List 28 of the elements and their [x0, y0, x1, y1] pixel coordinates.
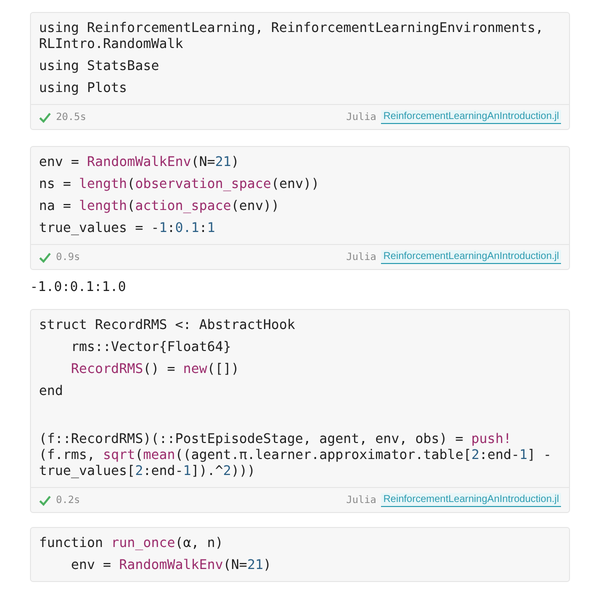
- output-text: -1.0:0.1:1.0: [30, 280, 126, 295]
- code-cell: [30, 12, 570, 130]
- run-time: 0.9s: [56, 252, 80, 262]
- code-line: (f::RecordRMS)(::PostEpisodeStage, agent, env, obs) = push!(f.rms, sqrt(mean((agent.π.learner.approximator.table[2:end-1] - true_values[2:end-1]).^2))): [39, 431, 552, 481]
- code-cell: [30, 309, 570, 513]
- code-line: env = RandomWalkEnv(N=21): [70, 557, 272, 575]
- language-label: Julia: [346, 252, 376, 262]
- code-line: using Plots: [39, 80, 128, 98]
- code-line: struct RecordRMS <: AbstractHook: [39, 317, 296, 335]
- code-line: function run_once(α, n): [39, 535, 224, 553]
- code-cell: [30, 527, 570, 582]
- code-line: na = length(action_space(env)): [39, 198, 280, 216]
- file-link: ReinforcementLearningAnIntroduction.jl: [381, 250, 561, 264]
- code-line: RecordRMS() = new([]): [70, 361, 240, 379]
- language-label: Julia: [346, 112, 376, 122]
- file-link: ReinforcementLearningAnIntroduction.jl: [381, 493, 561, 507]
- code-line: env = RandomWalkEnv(N=21): [39, 154, 240, 172]
- code-line: end: [39, 383, 64, 401]
- file-link: ReinforcementLearningAnIntroduction.jl: [381, 110, 561, 124]
- code-line: using StatsBase: [39, 58, 160, 76]
- code-line: rms::Vector{Float64}: [70, 339, 232, 357]
- code-line: ns = length(observation_space(env)): [39, 176, 320, 194]
- code-cell: [30, 146, 570, 270]
- run-time: 0.2s: [56, 494, 80, 506]
- run-time: 20.5s: [56, 112, 86, 122]
- code-line: using ReinforcementLearning, ReinforcementLearningEnvironments, RLIntro.RandomWalk: [39, 20, 544, 54]
- code-line: true_values = -1:0.1:1: [39, 220, 216, 238]
- language-label: Julia: [346, 494, 376, 506]
